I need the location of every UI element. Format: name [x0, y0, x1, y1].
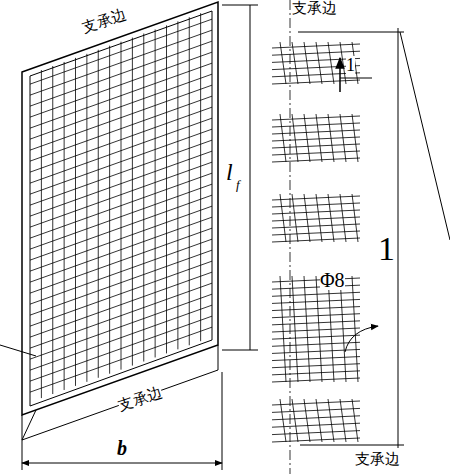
support-edge-label: 支承边 [355, 452, 400, 467]
rebar-diameter: Φ8 [320, 270, 345, 290]
dimension-symbol: b [117, 438, 127, 458]
dimension-symbol: l [226, 160, 233, 184]
dimension-lines [0, 5, 258, 470]
callout-number: 1 [346, 56, 355, 74]
support-edge-label: 支承边 [117, 385, 164, 413]
section-meshes [272, 42, 360, 442]
callout-number: 1 [378, 232, 395, 266]
rebar-grid [30, 13, 212, 398]
support-edge-label: 支承边 [292, 1, 337, 16]
mesh-panel [22, 2, 218, 440]
dimension-subscript: f [236, 178, 240, 191]
support-edge-label: 支承边 [81, 7, 128, 35]
